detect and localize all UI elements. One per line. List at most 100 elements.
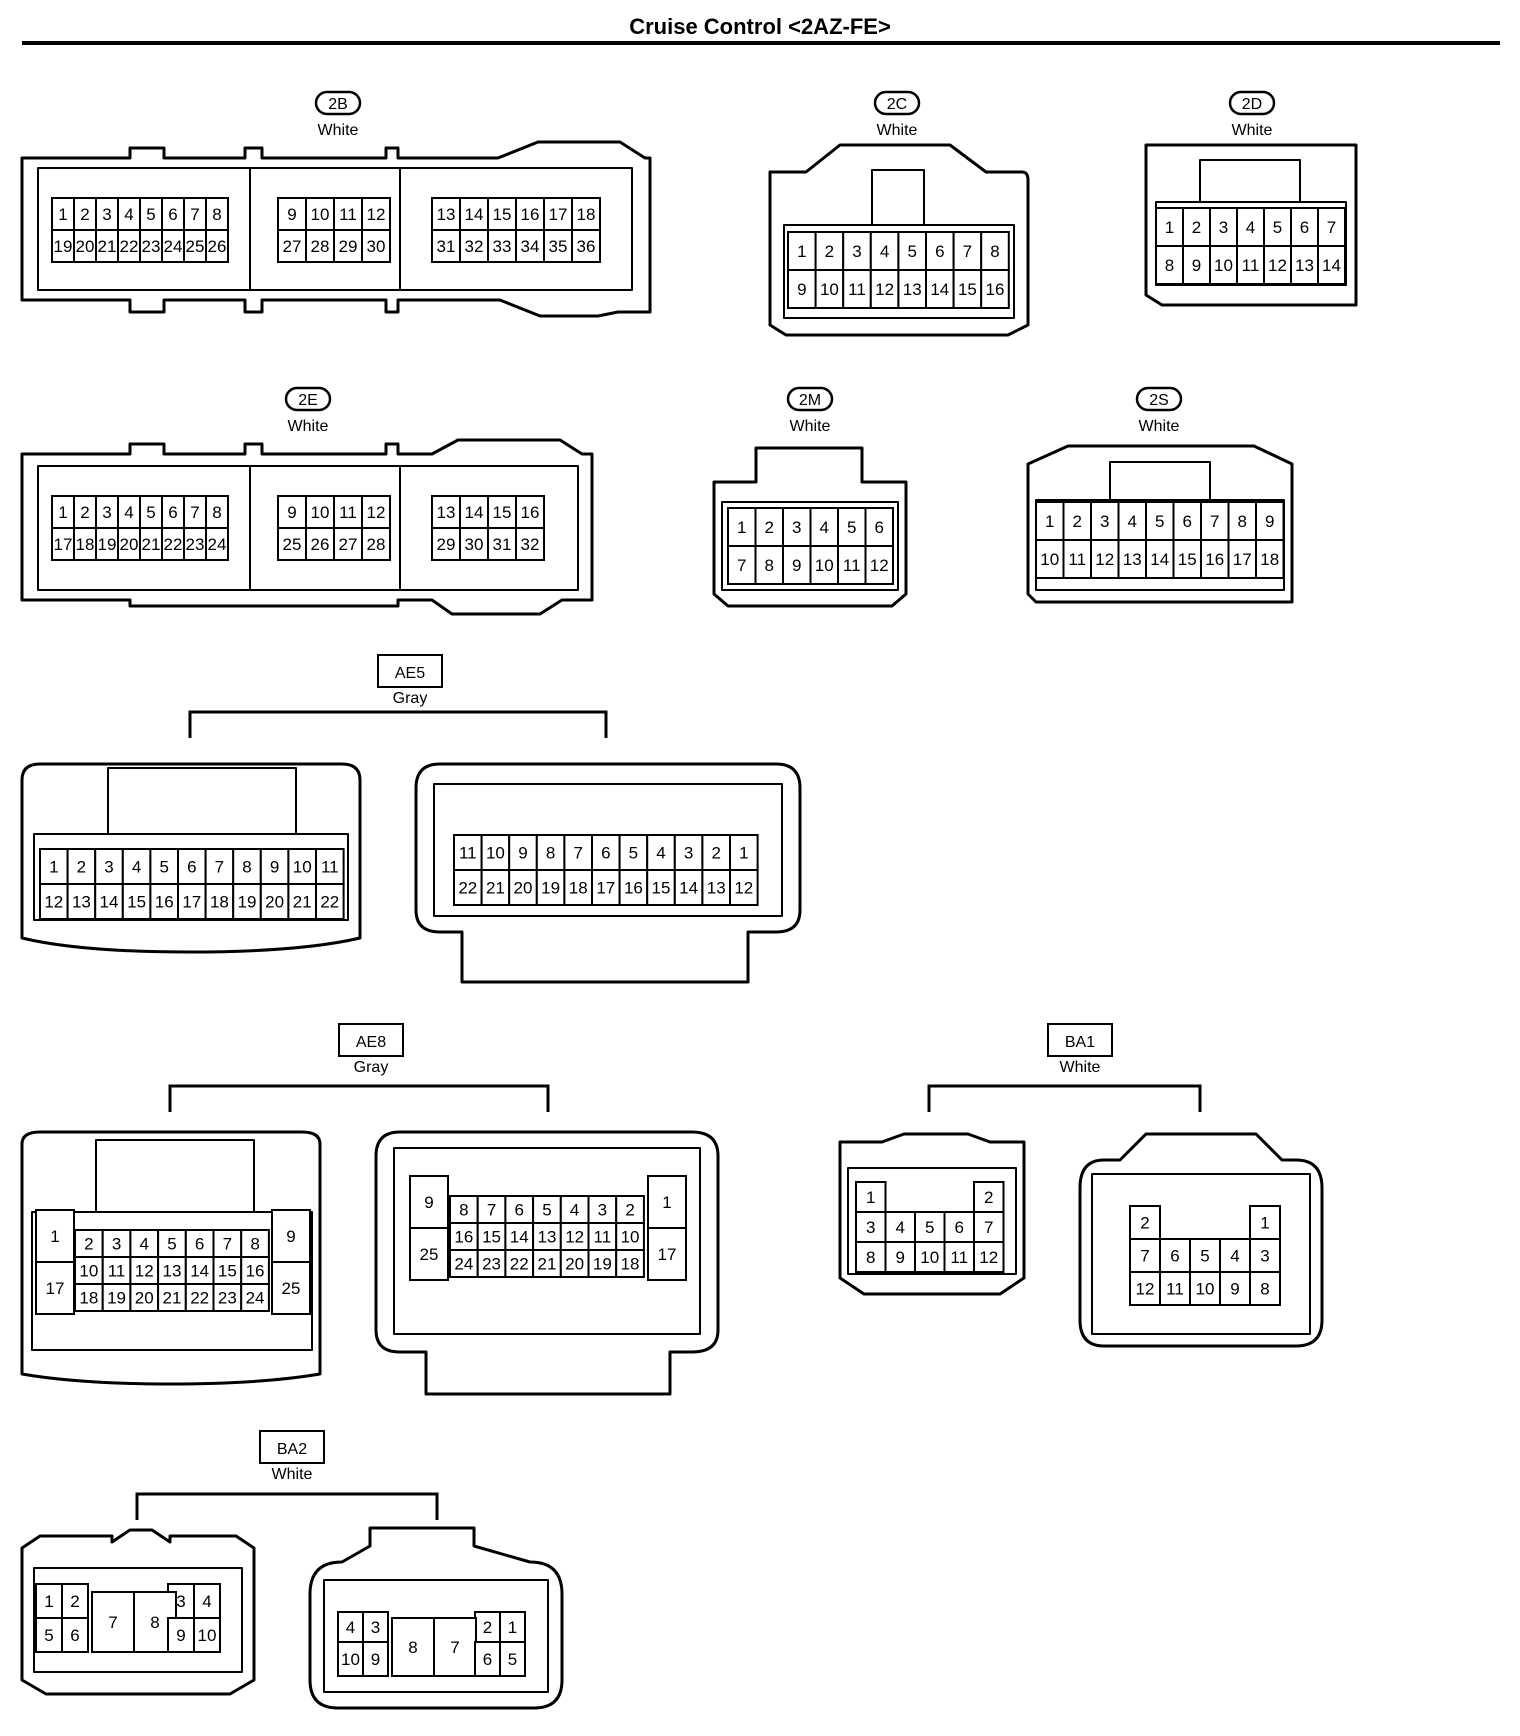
pin-2B-10: 10	[305, 197, 335, 231]
connector-color-label: White	[790, 418, 831, 435]
svg-text:10: 10	[920, 1248, 939, 1267]
svg-text:30: 30	[465, 535, 484, 554]
svg-text:18: 18	[210, 893, 229, 912]
pin-2E-2: 2	[73, 495, 97, 529]
svg-text:9: 9	[1230, 1280, 1239, 1299]
pin-2M-1: 1	[727, 507, 757, 547]
svg-text:26: 26	[311, 535, 330, 554]
pin-2B-19: 19	[51, 229, 75, 263]
pin-AE8-20: 20	[559, 1249, 590, 1278]
svg-text:6: 6	[1170, 1247, 1179, 1266]
svg-text:28: 28	[367, 535, 386, 554]
pin-AE5-6: 6	[591, 834, 621, 871]
svg-text:21: 21	[486, 879, 505, 898]
pin-2C-7: 7	[952, 231, 983, 271]
pin-AE8-7: 7	[212, 1229, 243, 1258]
svg-text:29: 29	[339, 237, 358, 256]
svg-text:22: 22	[190, 1289, 209, 1308]
pin-2C-5: 5	[897, 231, 928, 271]
pin-AE8-14: 14	[184, 1256, 215, 1285]
svg-text:7: 7	[963, 242, 972, 261]
pin-BA1-5: 5	[1189, 1238, 1221, 1273]
connector-tag-2B: 2B	[314, 90, 362, 116]
pin-BA2-2: 2	[474, 1611, 501, 1643]
pin-2M-5: 5	[837, 507, 867, 547]
svg-text:20: 20	[120, 535, 139, 554]
pin-AE5-6: 6	[177, 848, 207, 885]
svg-text:4: 4	[656, 844, 665, 863]
svg-text:24: 24	[208, 535, 227, 554]
svg-text:13: 13	[162, 1262, 181, 1281]
pin-AE5-10: 10	[287, 848, 317, 885]
svg-text:13: 13	[1123, 550, 1142, 569]
pin-BA1-1: 1	[855, 1181, 887, 1213]
pin-BA2-7: 7	[91, 1591, 135, 1653]
pin-2S-13: 13	[1117, 539, 1147, 579]
svg-text:30: 30	[367, 237, 386, 256]
pin-2B-6: 6	[161, 197, 185, 231]
svg-text:17: 17	[596, 879, 615, 898]
svg-text:12: 12	[367, 503, 386, 522]
pin-AE5-16: 16	[149, 883, 179, 920]
pin-AE8-14: 14	[504, 1222, 535, 1251]
pin-AE8-6: 6	[184, 1229, 215, 1258]
pin-2B-25: 25	[183, 229, 207, 263]
pin-BA1-8: 8	[1249, 1271, 1281, 1306]
pin-2E-10: 10	[305, 495, 335, 529]
pin-2C-14: 14	[925, 269, 955, 309]
pin-AE8-9: 9	[271, 1209, 311, 1263]
page-title: Cruise Control <2AZ-FE>	[629, 14, 891, 39]
pin-BA2-5: 5	[499, 1641, 526, 1677]
svg-text:1: 1	[58, 205, 67, 224]
pin-AE5-9: 9	[259, 848, 290, 885]
connector-AE5-left-housing	[20, 762, 362, 954]
pin-AE5-3: 3	[94, 848, 124, 885]
pin-2E-3: 3	[95, 495, 119, 529]
svg-text:7: 7	[108, 1613, 117, 1632]
svg-text:8: 8	[765, 556, 774, 575]
svg-text:2: 2	[80, 205, 89, 224]
pin-2B-4: 4	[117, 197, 141, 231]
svg-text:20: 20	[514, 879, 533, 898]
svg-text:18: 18	[621, 1255, 640, 1274]
svg-text:1: 1	[508, 1618, 517, 1637]
pin-AE5-8: 8	[232, 848, 262, 885]
connector-tag-AE5: AE5	[377, 654, 443, 688]
svg-text:5: 5	[907, 242, 916, 261]
svg-text:2: 2	[483, 1618, 492, 1637]
svg-text:7: 7	[1210, 512, 1219, 531]
pin-2B-27: 27	[277, 229, 307, 263]
pin-2S-6: 6	[1172, 501, 1202, 541]
pin-2D-4: 4	[1236, 207, 1265, 247]
svg-text:4: 4	[346, 1618, 355, 1637]
connector-tag-AE8: AE8	[338, 1023, 404, 1057]
pin-2E-15: 15	[487, 495, 517, 529]
svg-text:10: 10	[293, 858, 312, 877]
svg-text:9: 9	[424, 1193, 433, 1212]
svg-text:10: 10	[198, 1626, 217, 1645]
svg-text:6: 6	[601, 844, 610, 863]
svg-text:6: 6	[187, 858, 196, 877]
pin-2E-4: 4	[117, 495, 141, 529]
pin-BA1-7: 7	[1129, 1238, 1161, 1273]
svg-text:6: 6	[168, 205, 177, 224]
svg-text:4: 4	[124, 205, 133, 224]
svg-text:18: 18	[79, 1289, 98, 1308]
pin-BA2-1: 1	[35, 1583, 63, 1619]
svg-text:8: 8	[866, 1248, 875, 1267]
svg-text:22: 22	[510, 1255, 529, 1274]
svg-text:5: 5	[44, 1626, 53, 1645]
pin-BA2-8: 8	[391, 1617, 435, 1677]
pin-2E-14: 14	[459, 495, 489, 529]
pin-BA2-4: 4	[337, 1611, 364, 1643]
pin-2M-4: 4	[809, 507, 839, 547]
pin-BA2-9: 9	[167, 1617, 195, 1653]
pin-AE8-9: 9	[409, 1175, 449, 1229]
svg-text:3: 3	[852, 242, 861, 261]
svg-text:12: 12	[44, 893, 63, 912]
svg-text:16: 16	[454, 1228, 473, 1247]
connector-color-label: White	[1139, 418, 1180, 435]
svg-text:15: 15	[493, 503, 512, 522]
pin-AE8-3: 3	[101, 1229, 132, 1258]
pin-BA2-6: 6	[61, 1617, 89, 1653]
